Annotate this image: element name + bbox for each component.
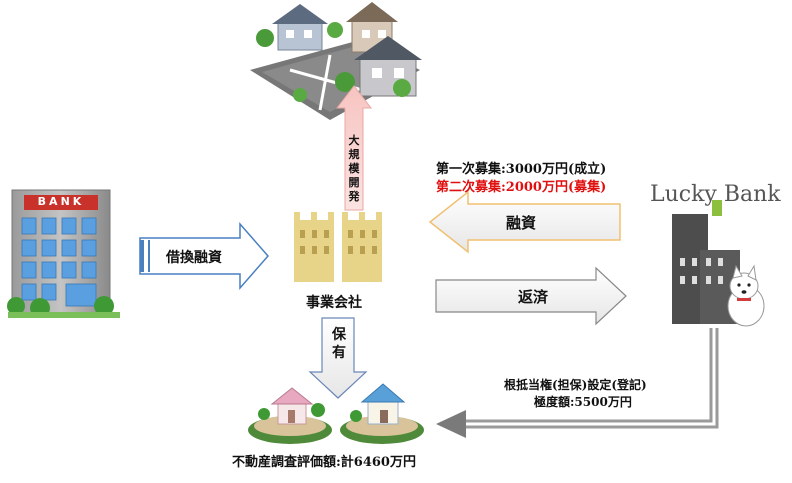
town-development-illustration: [250, 2, 422, 120]
development-arrow: [335, 85, 373, 211]
appraisal-label: 不動産調査評価額:計6460万円: [232, 455, 416, 470]
bank-building-icon: [7, 189, 120, 318]
hold-arrow-label: 保有: [332, 327, 346, 361]
refinance-arrow: [139, 222, 269, 290]
development-arrow-label: 大規模開発: [348, 134, 360, 203]
held-house-right-icon: [340, 383, 424, 444]
collateral-line-2: 極度額:5500万円: [534, 395, 632, 409]
company-building-icon: [294, 212, 382, 282]
company-label: 事業会社: [306, 295, 362, 311]
second-round-fundraising: 第二次募集:2000万円(募集): [436, 180, 607, 195]
lucky-bank-logo: Lucky Bank: [650, 182, 781, 207]
dog-mascot-icon: [727, 264, 765, 327]
loan-arrow-label: 融資: [506, 214, 537, 232]
held-house-left-icon: [248, 387, 332, 444]
repay-arrow-label: 返済: [518, 288, 549, 306]
hold-arrow: [308, 317, 368, 399]
refinance-arrow-label: 借換融資: [166, 250, 222, 266]
bank-sign: BANK: [37, 195, 85, 208]
collateral-line-1: 根抵当権(担保)設定(登記): [504, 378, 647, 392]
collateral-arrow: [436, 328, 719, 438]
repay-arrow: [435, 266, 627, 326]
loan-arrow: [428, 190, 621, 254]
lucky-bank-building-icon: [672, 200, 740, 324]
first-round-fundraising: 第一次募集:3000万円(成立): [436, 162, 607, 177]
